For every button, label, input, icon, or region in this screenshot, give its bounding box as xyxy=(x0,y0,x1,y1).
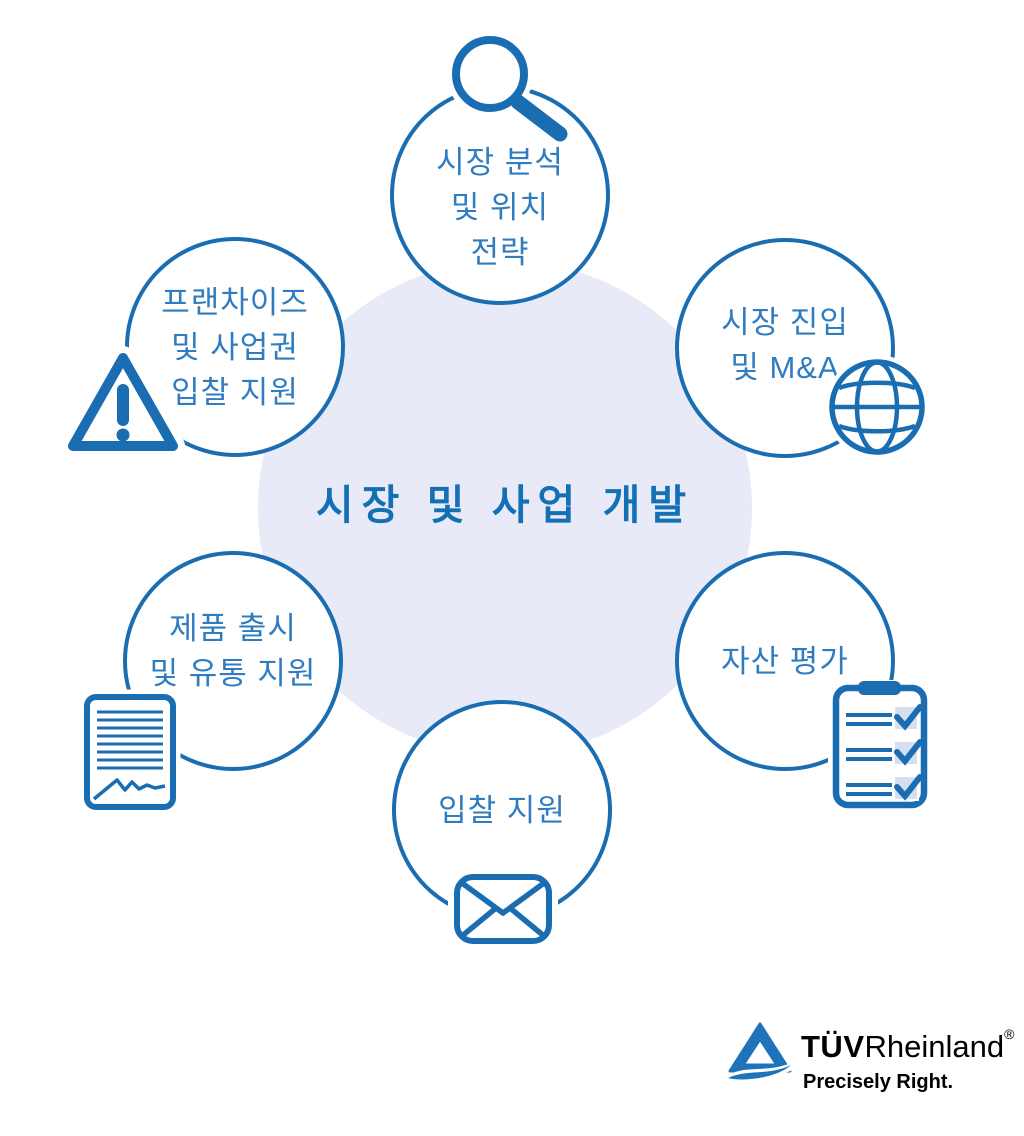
node-market-analysis: 시장 분석 및 위치 전략 xyxy=(390,85,610,305)
logo-rheinland: Rheinland xyxy=(864,1029,1005,1064)
logo-text: TÜVRheinland® xyxy=(801,1026,1014,1065)
globe-icon xyxy=(825,355,929,459)
label-line: 프랜차이즈 xyxy=(161,284,309,320)
diagram-title: 시장 및 사업 개발 xyxy=(315,482,695,528)
tuv-rheinland-logo: TÜVRheinland® Precisely Right. xyxy=(727,1014,1017,1104)
label-line: 및 M&A xyxy=(730,350,840,385)
registered-mark: ® xyxy=(1004,1026,1015,1042)
magnifier-icon xyxy=(446,30,574,142)
label-line: 자산 평가 xyxy=(721,643,849,679)
node-label-asset-valuation: 자산 평가 xyxy=(721,639,849,684)
logo-triangle-icon xyxy=(727,1022,793,1082)
node-label-market-analysis: 시장 분석 및 위치 전략 xyxy=(436,140,564,275)
label-line: 전략 xyxy=(470,234,530,270)
node-market-entry: 시장 진입 및 M&A xyxy=(675,238,895,458)
logo-tuv: TÜV xyxy=(801,1029,865,1064)
label-line: 입찰 지원 xyxy=(438,792,566,828)
label-line: 및 위치 xyxy=(450,189,550,225)
node-label-market-entry: 시장 진입 및 M&A xyxy=(721,300,849,390)
label-line: 및 유통 지원 xyxy=(149,656,317,691)
label-line: 입찰 지원 xyxy=(171,374,299,410)
node-label-franchise: 프랜차이즈 및 사업권 입찰 지원 xyxy=(161,280,309,415)
warning-icon xyxy=(62,346,185,458)
envelope-icon xyxy=(448,868,558,950)
node-label-product-launch: 제품 출시 및 유통 지원 xyxy=(150,606,317,696)
logo-tagline: Precisely Right. xyxy=(803,1071,954,1093)
document-icon xyxy=(79,689,181,815)
label-line: 및 사업권 xyxy=(171,329,299,365)
label-line: 시장 진입 xyxy=(721,305,849,340)
label-line: 시장 분석 xyxy=(436,144,564,180)
node-label-bid-support: 입찰 지원 xyxy=(438,788,566,833)
checklist-icon xyxy=(828,680,932,813)
label-line: 제품 출시 xyxy=(169,611,297,646)
